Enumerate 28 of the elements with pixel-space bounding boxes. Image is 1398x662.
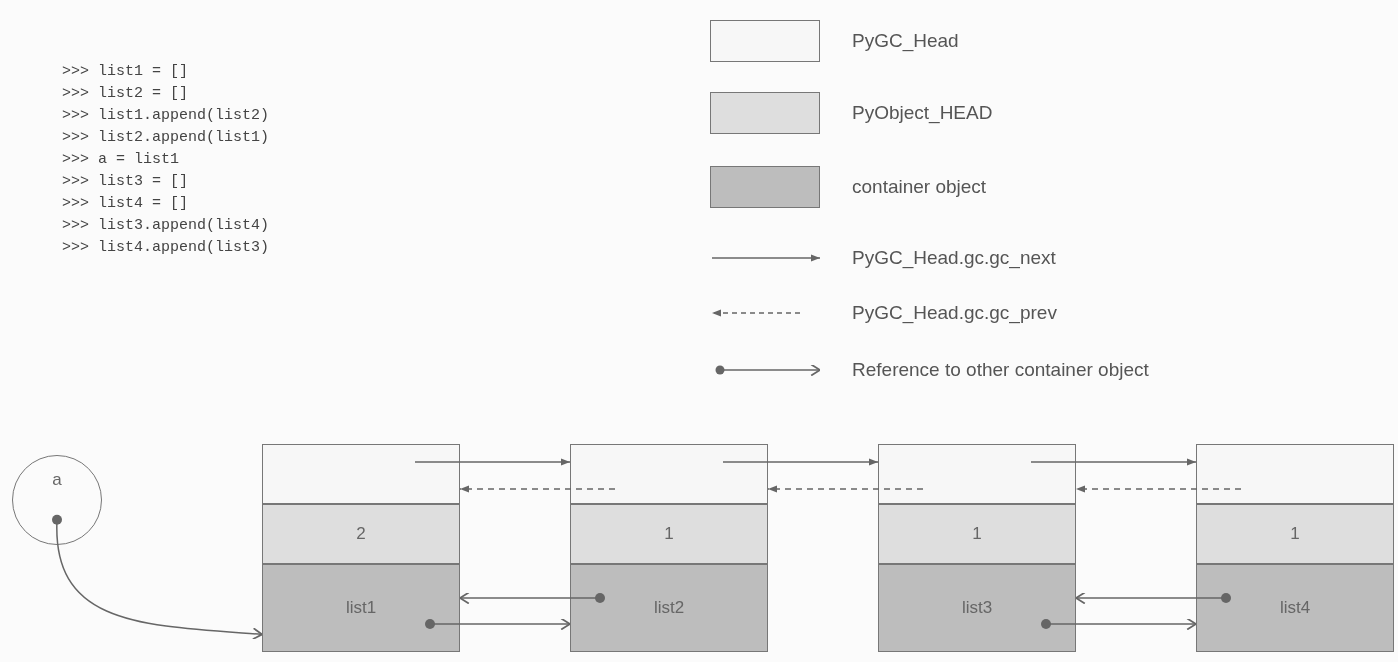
container-object-section: list3 <box>878 564 1076 652</box>
legend-label: PyGC_Head <box>852 30 959 52</box>
code-line: >>> list1.append(list2) <box>62 107 270 124</box>
container-object-section: list4 <box>1196 564 1394 652</box>
code-line: >>> list1 = [] <box>62 63 189 80</box>
legend-label: container object <box>852 176 987 198</box>
container-object-section: list1 <box>262 564 460 652</box>
legend-label: Reference to other container object <box>852 359 1149 381</box>
code-line: >>> list2.append(list1) <box>62 129 270 146</box>
legend-label: PyGC_Head.gc.gc_next <box>852 247 1056 269</box>
code-line: >>> list4 = [] <box>62 195 189 212</box>
refcount-section: 1 <box>878 504 1076 564</box>
refcount-section: 1 <box>1196 504 1394 564</box>
code-line: >>> list3 = [] <box>62 173 189 190</box>
code-line: >>> list4.append(list3) <box>62 239 270 256</box>
gc-head-section <box>570 444 768 504</box>
gc-head-section <box>1196 444 1394 504</box>
legend-label: PyGC_Head.gc.gc_prev <box>852 302 1057 324</box>
code-line: >>> list2 = [] <box>62 85 189 102</box>
gc-head-section <box>262 444 460 504</box>
gc-head-section <box>878 444 1076 504</box>
refcount-section: 1 <box>570 504 768 564</box>
container-object-section: list2 <box>570 564 768 652</box>
refcount-section: 2 <box>262 504 460 564</box>
code-line: >>> list3.append(list4) <box>62 217 270 234</box>
legend-label: PyObject_HEAD <box>852 102 993 124</box>
code-line: >>> a = list1 <box>62 151 180 168</box>
variable-circle: a <box>12 455 102 545</box>
